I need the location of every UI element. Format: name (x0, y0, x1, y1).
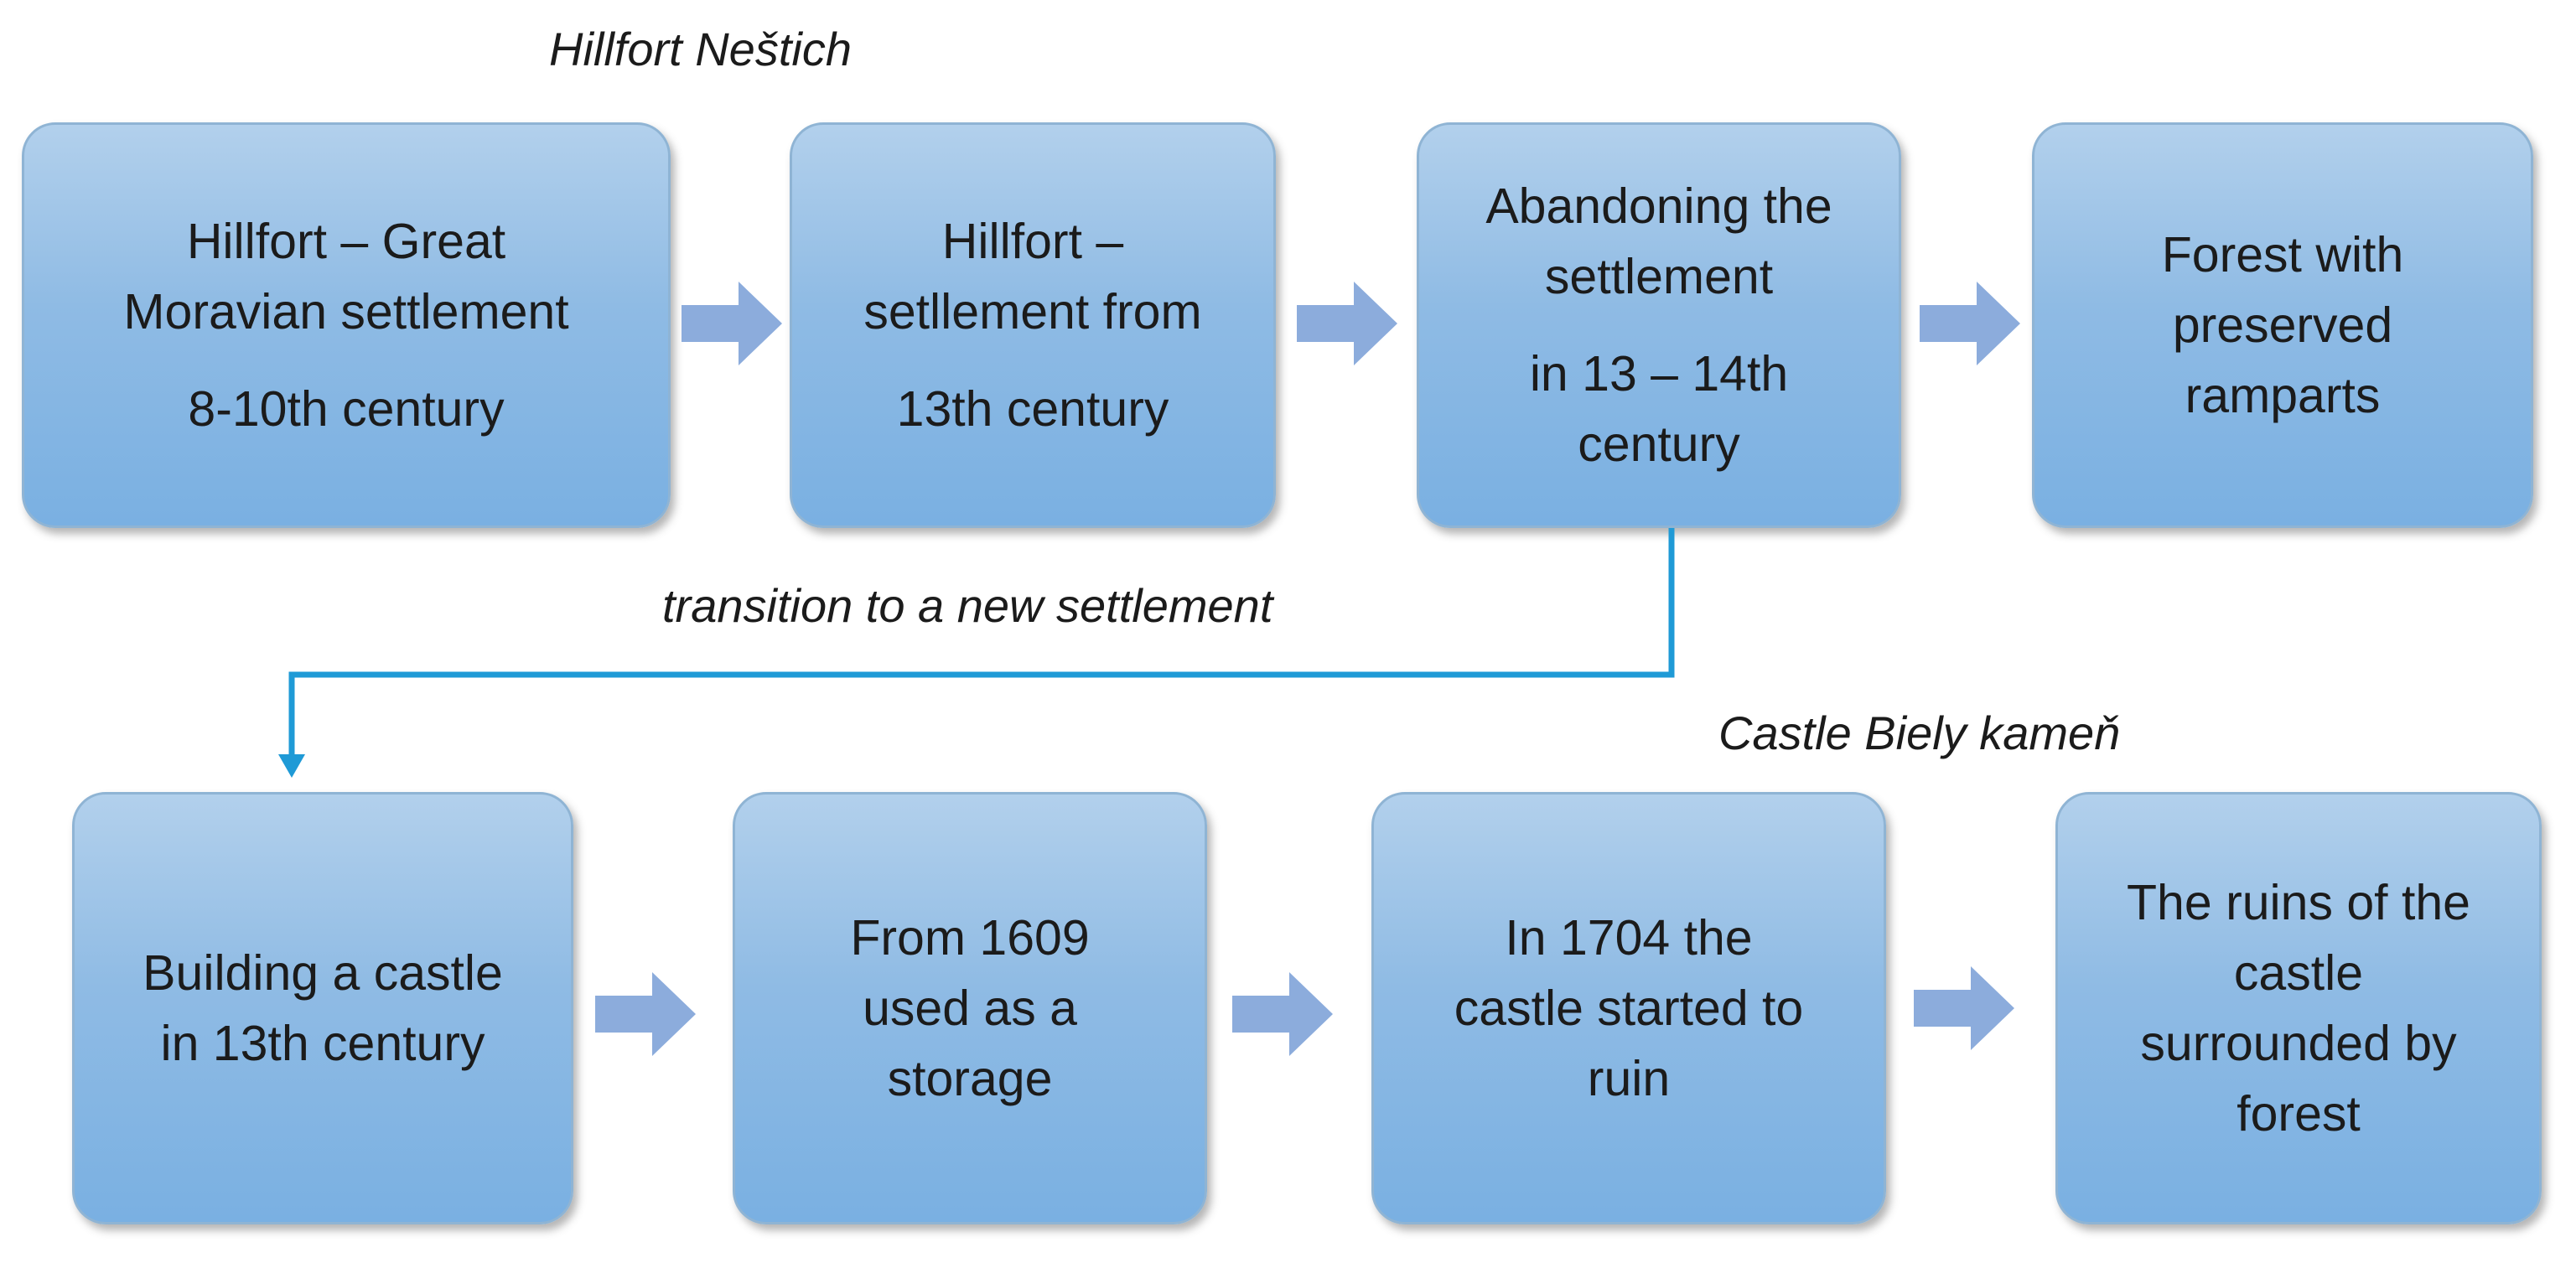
box-text-line: ramparts (2185, 368, 2381, 423)
arrow-right-icon (1914, 966, 2014, 1050)
box-text-line: 8-10th century (188, 381, 505, 437)
box-text-line: settlement (1544, 249, 1774, 304)
box-text-line: used as a (863, 981, 1077, 1036)
box-text-line: preserved (2172, 298, 2393, 353)
box-text-line: surrounded by (2140, 1016, 2457, 1071)
arrow-right-icon (595, 972, 696, 1056)
box-text-line: ruin (1587, 1051, 1671, 1106)
box-hillfort-13th-century: Hillfort – setllement from 13th century (790, 122, 1276, 528)
box-text-line: Abandoning the (1485, 179, 1832, 234)
box-used-as-storage: From 1609 used as a storage (733, 792, 1207, 1224)
box-castle-ruin: In 1704 the castle started to ruin (1371, 792, 1886, 1224)
box-text-line: in 13th century (160, 1016, 485, 1071)
arrow-right-icon (682, 282, 782, 365)
box-text-line: castle (2233, 945, 2364, 1001)
box-ruins-forest: The ruins of the castle surrounded by fo… (2055, 792, 2542, 1224)
castle-title: Castle Biely kameň (1718, 707, 2121, 759)
box-text-line: forest (2237, 1086, 2361, 1141)
box-text-line: Hillfort – Great (186, 214, 506, 269)
box-building-castle: Building a castle in 13th century (72, 792, 573, 1224)
transition-label: transition to a new settlement (662, 579, 1273, 632)
hillfort-title: Hillfort Neštich (549, 23, 852, 75)
box-text-line: Forest with (2161, 227, 2404, 282)
box-text-line: Building a castle (143, 945, 503, 1001)
box-text-line: castle started to (1454, 981, 1804, 1036)
box-text-line: Moravian settlement (123, 284, 569, 339)
arrow-right-icon (1297, 282, 1397, 365)
box-forest-ramparts: Forest with preserved ramparts (2032, 122, 2533, 528)
box-abandoning-settlement: Abandoning the settlement in 13 – 14th c… (1417, 122, 1901, 528)
arrow-right-icon (1920, 282, 2020, 365)
box-text-line: storage (887, 1051, 1053, 1106)
box-text-line: 13th century (896, 381, 1169, 437)
box-hillfort-great-moravian: Hillfort – Great Moravian settlement 8-1… (22, 122, 671, 528)
arrow-right-icon (1232, 972, 1333, 1056)
box-text-line: In 1704 the (1505, 910, 1753, 965)
box-text-line: in 13 – 14th (1529, 346, 1789, 401)
box-text-line: century (1578, 417, 1740, 472)
box-text-line: From 1609 (850, 910, 1090, 965)
box-text-line: The ruins of the (2127, 875, 2470, 930)
box-text-line: setllement from (863, 284, 1202, 339)
box-text-line: Hillfort – (941, 214, 1124, 269)
